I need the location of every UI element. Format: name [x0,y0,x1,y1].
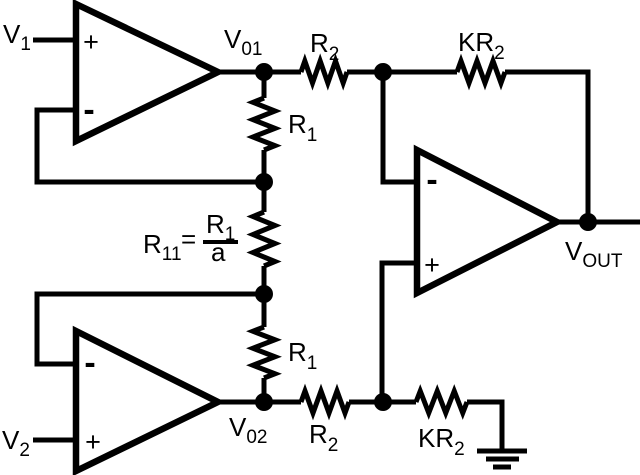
kr2-bottom-label: KR2 [418,423,465,460]
opamp2-minus-sign: - [84,344,95,382]
node-v01 [255,63,273,81]
node-r2-kr2-bottom [374,393,392,411]
opamp3-minus-sign: - [426,161,437,199]
node-vout [579,213,597,231]
resistor-kr2-bottom [413,384,470,420]
node-r2-kr2-top [374,63,392,81]
wire-kr2-feedback-down [505,69,591,222]
r2-top-label: R2 [310,28,339,65]
opamp2-triangle [72,325,226,475]
wire-opamp1-feedback [34,107,264,185]
r11-lhs: R11 [143,229,182,265]
r1-top-label: R1 [288,109,317,146]
opamp1-triangle [72,0,226,147]
wire-opamp2-feedback [34,291,264,367]
kr2-top-label: KR2 [458,27,505,64]
v2-label: V2 [2,425,30,461]
opamp3-triangle [413,144,565,299]
node-v02 [255,393,273,411]
r2-bottom-label: R2 [309,419,338,456]
r11-denominator: a [211,237,226,267]
resistor-kr2-top [454,53,508,91]
r11-equation: R11 = R1 a [143,209,238,267]
resistor-r1-top [246,95,282,153]
v1-label: V1 [3,19,31,55]
v01-label: V01 [224,24,262,60]
junction-nodes [255,63,597,411]
node-feedback-bottom [255,285,273,303]
opamp1-plus-sign: + [83,27,99,57]
opamp1-minus-sign: - [83,91,94,129]
opamp-bodies [72,0,565,475]
opamp3-plus-sign: + [424,250,440,280]
resistor-r11 [246,209,282,269]
r1-bottom-label: R1 [288,337,317,374]
opamp2-plus-sign: + [85,427,101,457]
vout-label: VOUT [565,236,623,272]
v02-label: V02 [229,412,267,448]
resistor-r2-bottom [298,383,352,421]
wire-to-ground [467,399,505,449]
r11-equals: = [181,224,196,254]
ground-icon [477,448,527,470]
wire-opamp3-minus-branch [380,72,417,185]
wire-opamp3-plus-branch [379,260,417,402]
node-feedback-top [255,173,273,191]
r11-numerator: R1 [206,209,235,245]
labels: V1 V01 R2 KR2 R1 R11 = R1 a R1 [2,19,623,461]
opamp-input-signs: + - - + - + [83,27,440,457]
resistor-r1-bottom [246,324,282,381]
resistors [246,53,508,421]
resistor-r2-top [298,53,350,91]
